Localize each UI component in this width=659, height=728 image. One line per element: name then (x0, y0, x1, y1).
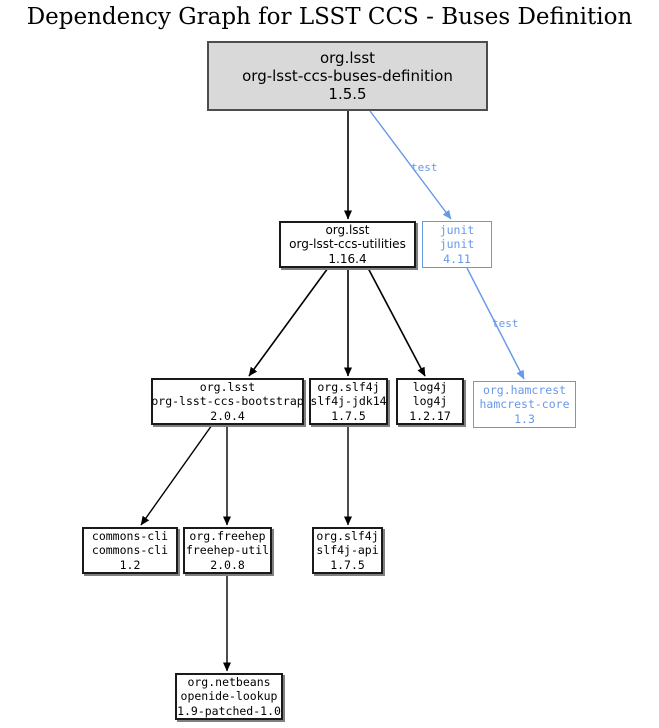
node-group: org.lsst (199, 380, 256, 395)
node-version: 1.7.5 (331, 408, 366, 423)
node-junit[interactable]: junit junit 4.11 (422, 221, 492, 268)
node-artifact: junit (439, 237, 475, 252)
node-openide-lookup[interactable]: org.netbeans openide-lookup 1.9-patched-… (175, 673, 283, 720)
node-version: 1.7.5 (330, 557, 365, 572)
node-group: org.lsst (325, 222, 370, 237)
node-version: 1.3 (514, 411, 535, 426)
page-title: Dependency Graph for LSST CCS - Buses De… (26, 4, 633, 30)
node-version: 2.0.4 (210, 408, 245, 423)
node-version: 4.11 (443, 251, 471, 266)
node-artifact: log4j (412, 394, 448, 409)
node-group: junit (439, 223, 475, 238)
node-version: 1.9-patched-1.0 (177, 703, 281, 718)
node-commons-cli[interactable]: commons-cli commons-cli 1.2 (82, 527, 178, 574)
node-group: org.netbeans (187, 675, 271, 690)
node-slf4j-jdk14[interactable]: org.slf4j slf4j-jdk14 1.7.5 (309, 378, 388, 425)
node-buses-definition[interactable]: org.lsst org-lsst-ccs-buses-definition 1… (207, 41, 488, 111)
node-version: 1.5.5 (328, 85, 367, 104)
node-group: org.hamcrest (482, 383, 567, 398)
node-group: log4j (412, 380, 448, 395)
node-freehep-util[interactable]: org.freehep freehep-util 2.0.8 (183, 527, 272, 574)
node-artifact: org-lsst-ccs-bootstrap (151, 394, 304, 409)
node-artifact: hamcrest-core (479, 397, 570, 412)
node-slf4j-api[interactable]: org.slf4j slf4j-api 1.7.5 (312, 527, 383, 574)
node-artifact: slf4j-jdk14 (310, 394, 387, 409)
edge-ccs-bootstrap-to-commons-cli (140, 424, 213, 526)
node-ccs-utilities[interactable]: org.lsst org-lsst-ccs-utilities 1.16.4 (279, 221, 416, 268)
node-hamcrest-core[interactable]: org.hamcrest hamcrest-core 1.3 (473, 381, 576, 428)
node-artifact: commons-cli (91, 543, 169, 558)
node-log4j[interactable]: log4j log4j 1.2.17 (396, 378, 464, 425)
node-version: 2.0.8 (210, 557, 245, 572)
edge-ccs-utilities-to-log4j (367, 267, 426, 377)
node-version: 1.2 (119, 557, 141, 572)
node-artifact: freehep-util (185, 543, 270, 558)
node-group: org.lsst (319, 48, 376, 67)
node-artifact: openide-lookup (180, 689, 278, 704)
node-group: org.slf4j (317, 380, 380, 395)
edge-label-junit-hamcrest: test (492, 317, 519, 330)
node-version: 1.2.17 (409, 408, 451, 423)
node-ccs-bootstrap[interactable]: org.lsst org-lsst-ccs-bootstrap 2.0.4 (151, 378, 304, 425)
node-group: commons-cli (91, 529, 169, 544)
node-artifact: org-lsst-ccs-utilities (289, 237, 406, 252)
node-artifact: slf4j-api (316, 543, 379, 558)
node-artifact: org-lsst-ccs-buses-definition (242, 66, 453, 85)
edge-label-buses-definition-junit: test (411, 161, 438, 174)
edge-ccs-utilities-to-ccs-bootstrap (248, 267, 329, 377)
node-group: org.freehep (189, 529, 266, 544)
node-version: 1.16.4 (328, 251, 367, 266)
node-group: org.slf4j (316, 529, 379, 544)
